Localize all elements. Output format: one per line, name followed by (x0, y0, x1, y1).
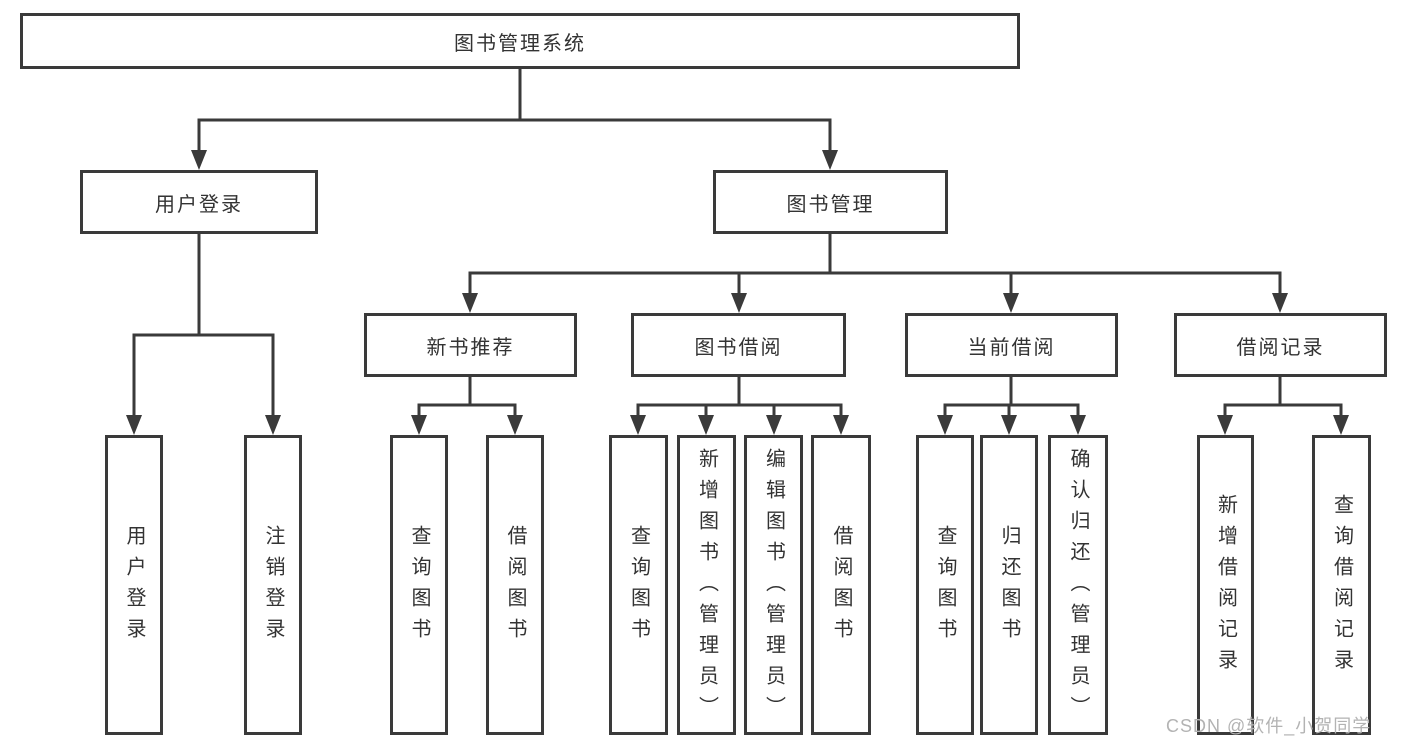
leaf-add-book-admin: 新增图书（管理员） (677, 435, 736, 735)
leaf-borrow-books: 借阅图书 (811, 435, 871, 735)
arrowheads (126, 150, 1349, 435)
node-book-borrow: 图书借阅 (631, 313, 846, 377)
node-user-login: 用户登录 (80, 170, 318, 234)
leaf-logout: 注销登录 (244, 435, 302, 735)
leaf-return-book: 归还图书 (980, 435, 1038, 735)
leaf-borrow-books-recommend: 借阅图书 (486, 435, 544, 735)
node-new-book-recommend: 新书推荐 (364, 313, 577, 377)
connector-shafts (132, 66, 1343, 419)
leaf-confirm-return-admin: 确认归还（管理员） (1048, 435, 1108, 735)
leaf-add-borrow-record: 新增借阅记录 (1197, 435, 1254, 735)
leaf-query-books-borrow: 查询图书 (609, 435, 668, 735)
leaf-edit-book-admin: 编辑图书（管理员） (744, 435, 803, 735)
node-book-management: 图书管理 (713, 170, 948, 234)
leaf-query-borrow-record: 查询借阅记录 (1312, 435, 1371, 735)
leaf-query-books-recommend: 查询图书 (390, 435, 448, 735)
node-current-borrow: 当前借阅 (905, 313, 1118, 377)
leaf-query-books-current: 查询图书 (916, 435, 974, 735)
node-root-system: 图书管理系统 (20, 13, 1020, 69)
leaf-user-login: 用户登录 (105, 435, 163, 735)
csdn-watermark: CSDN @软件_小贺同学 (1166, 716, 1372, 736)
node-borrow-records: 借阅记录 (1174, 313, 1387, 377)
